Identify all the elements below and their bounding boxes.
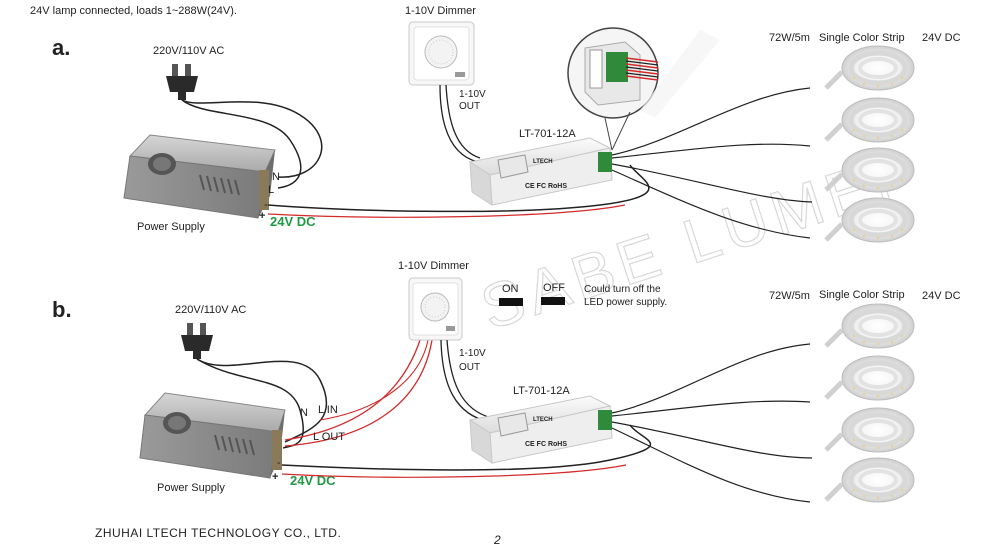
switch-on-icon xyxy=(499,298,523,306)
terminal-minus-b: - xyxy=(277,457,281,469)
terminal-plus-a: + xyxy=(259,210,265,222)
dimmer-out-1-b: 1-10V xyxy=(459,348,486,359)
dimmer-label-a: 1-10V Dimmer xyxy=(405,5,476,17)
ac-label-b: 220V/110V AC xyxy=(175,304,246,316)
ac-plug-b xyxy=(181,323,213,359)
section-b: b. 220V/110V AC N xyxy=(52,260,961,502)
power-supply-label-b: Power Supply xyxy=(157,482,225,494)
section-a-label: a. xyxy=(52,35,70,60)
section-a: a. 220V/110V AC N L - xyxy=(52,5,961,242)
dimmer-label-b: 1-10V Dimmer xyxy=(398,260,469,272)
power-supply-a xyxy=(123,134,276,219)
turn-off-note-1: Could turn off the xyxy=(584,284,661,295)
terminal-n-b: N xyxy=(300,407,308,419)
led-strip-a-1 xyxy=(826,46,914,90)
turn-off-note-2: LED power supply. xyxy=(584,297,667,308)
led-strip-a-2 xyxy=(826,98,914,142)
terminal-minus-a: - xyxy=(264,199,268,211)
led-strip-b-1 xyxy=(826,304,914,348)
dimmer-out-2-b: OUT xyxy=(459,362,480,373)
l-out-b: L OUT xyxy=(313,431,345,443)
terminal-n-a: N xyxy=(272,171,280,183)
controller-marks-a: CE FC RoHS xyxy=(525,183,567,190)
led-strip-b-2 xyxy=(826,356,914,400)
footer-company: ZHUHAI LTECH TECHNOLOGY CO., LTD. xyxy=(95,526,341,540)
on-label: ON xyxy=(502,283,519,295)
dimmer-out-1-a: 1-10V xyxy=(459,89,486,100)
strip-type-a: Single Color Strip xyxy=(819,32,905,44)
l-in-b: L IN xyxy=(318,404,338,416)
dimmer-out-2-a: OUT xyxy=(459,101,480,112)
page-number: 2 xyxy=(493,533,501,547)
dimmer-b xyxy=(408,277,463,341)
led-strip-b-3 xyxy=(826,408,914,452)
dc-label-a: 24V DC xyxy=(270,214,316,229)
terminal-zoom-inset xyxy=(567,27,659,119)
ac-label-a: 220V/110V AC xyxy=(153,45,224,57)
section-b-label: b. xyxy=(52,297,72,322)
strip-type-b: Single Color Strip xyxy=(819,289,905,301)
controller-model-b: LT-701-12A xyxy=(513,385,570,397)
led-strip-b-4 xyxy=(826,458,914,502)
strip-power-b: 72W/5m xyxy=(769,290,810,302)
controller-brand-a: LTECH xyxy=(533,159,553,165)
controller-marks-b: CE FC RoHS xyxy=(525,441,567,448)
ac-plug-a xyxy=(166,64,198,100)
header-note: 24V lamp connected, loads 1~288W(24V). xyxy=(30,5,237,17)
strip-voltage-a: 24V DC xyxy=(922,32,961,44)
power-supply-label-a: Power Supply xyxy=(137,221,205,233)
power-supply-b xyxy=(139,392,286,479)
terminal-l-a: L xyxy=(268,184,274,196)
off-label: OFF xyxy=(543,282,565,294)
dc-label-b: 24V DC xyxy=(290,473,336,488)
controller-brand-b: LTECH xyxy=(533,417,553,423)
controller-a xyxy=(468,137,613,206)
controller-model-a: LT-701-12A xyxy=(519,128,576,140)
dimmer-a xyxy=(408,21,475,86)
terminal-plus-b: + xyxy=(272,471,278,483)
controller-b xyxy=(468,395,613,464)
switch-off-icon xyxy=(541,297,565,305)
strip-power-a: 72W/5m xyxy=(769,32,810,44)
strip-voltage-b: 24V DC xyxy=(922,290,961,302)
